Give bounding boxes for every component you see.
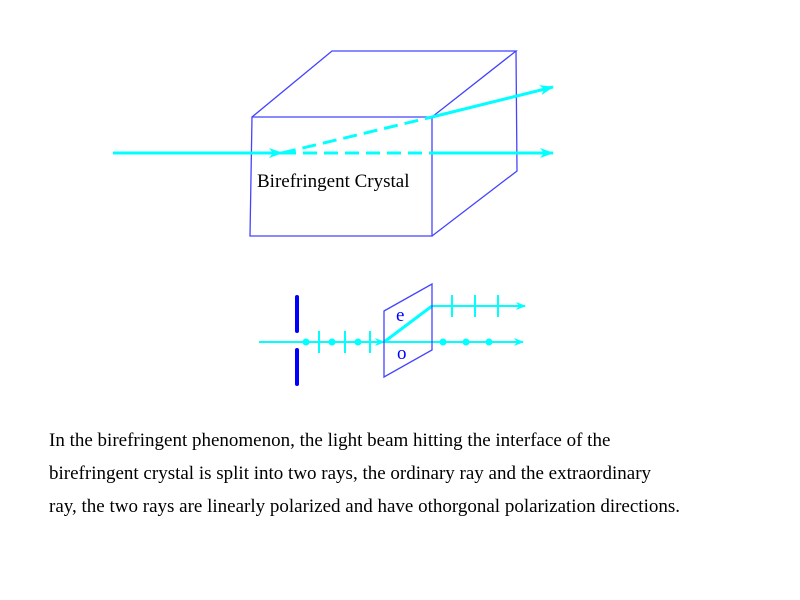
polarization-ticks — [318, 295, 499, 353]
beams-top — [113, 85, 554, 158]
caption-line: birefringent crystal is split into two r… — [49, 463, 652, 484]
crystal-cube — [249, 50, 518, 237]
beams-bottom — [259, 295, 526, 353]
e-ray-label: e — [396, 305, 404, 326]
crystal-label: Birefringent Crystal — [257, 171, 410, 192]
polarization-dots — [302, 338, 493, 346]
e-ray-inside — [383, 304, 433, 344]
caption-line: In the birefringent phenomenon, the ligh… — [49, 430, 611, 451]
caption: In the birefringent phenomenon, the ligh… — [49, 424, 799, 523]
o-ray-label: o — [397, 343, 407, 364]
crystal-top-face — [251, 50, 518, 118]
crystal-plate — [383, 282, 433, 379]
caption-line: ray, the two rays are linearly polarized… — [49, 496, 680, 517]
crystal-side-face — [431, 50, 518, 237]
extraordinary-beam-out — [431, 85, 554, 119]
extraordinary-beam-inside — [281, 115, 433, 155]
